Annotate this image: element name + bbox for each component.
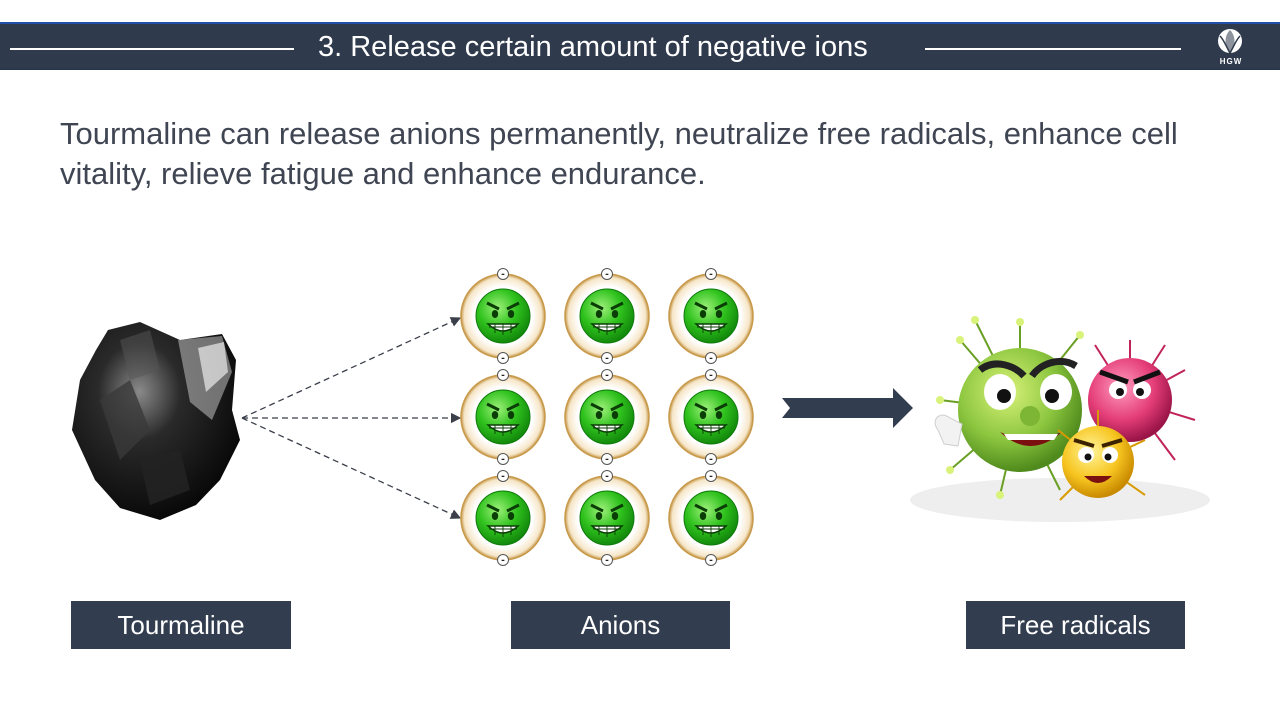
svg-text:-: -: [605, 455, 609, 465]
negative-charge-icon: -: [705, 554, 717, 566]
intro-paragraph: Tourmaline can release anions permanentl…: [60, 116, 1178, 191]
svg-text:-: -: [709, 270, 713, 280]
tourmaline-label: Tourmaline: [71, 601, 291, 649]
svg-text:-: -: [709, 354, 713, 364]
svg-text:-: -: [605, 354, 609, 364]
negative-charge-icon: -: [601, 268, 613, 280]
svg-text:-: -: [501, 455, 505, 465]
svg-text:-: -: [501, 371, 505, 381]
svg-text:-: -: [605, 371, 609, 381]
negative-charge-icon: -: [601, 470, 613, 482]
negative-charge-icon: -: [497, 369, 509, 381]
negative-charge-icon: -: [497, 554, 509, 566]
negative-charge-icon: -: [705, 268, 717, 280]
negative-charge-icon: -: [705, 453, 717, 465]
svg-text:-: -: [501, 556, 505, 566]
logo-text: HGW: [1219, 57, 1243, 66]
header-rule-left: [10, 48, 294, 50]
svg-text:-: -: [709, 556, 713, 566]
negative-charge-icon: -: [497, 352, 509, 364]
slide-header: 3. Release certain amount of negative io…: [0, 22, 1280, 70]
anions-label: Anions: [511, 601, 730, 649]
anion-1-1: --: [564, 369, 650, 465]
anion-0-0: --: [460, 268, 546, 364]
hgw-logo-icon: [1218, 29, 1242, 54]
negative-charge-icon: -: [497, 453, 509, 465]
svg-text:-: -: [605, 472, 609, 482]
negative-charge-icon: -: [601, 369, 613, 381]
svg-text:-: -: [605, 270, 609, 280]
negative-charge-icon: -: [705, 470, 717, 482]
negative-charge-icon: -: [601, 352, 613, 364]
anion-2-2: --: [668, 470, 754, 566]
negative-charge-icon: -: [497, 268, 509, 280]
anion-1-0: --: [460, 369, 546, 465]
anion-1-2: --: [668, 369, 754, 465]
negative-charge-icon: -: [705, 352, 717, 364]
svg-text:-: -: [501, 354, 505, 364]
free-radicals-image: [910, 316, 1210, 522]
anion-2-0: --: [460, 470, 546, 566]
anion-2-1: --: [564, 470, 650, 566]
header-rule-right: [925, 48, 1181, 50]
anion-grid: ------------------: [460, 268, 754, 566]
free-radicals-label: Free radicals: [966, 601, 1185, 649]
negative-charge-icon: -: [497, 470, 509, 482]
negative-charge-icon: -: [601, 453, 613, 465]
svg-text:-: -: [605, 556, 609, 566]
anion-0-2: --: [668, 268, 754, 364]
emission-arrows: [241, 317, 462, 519]
svg-text:-: -: [501, 270, 505, 280]
negative-charge-icon: -: [601, 554, 613, 566]
svg-text:-: -: [709, 455, 713, 465]
svg-text:-: -: [709, 371, 713, 381]
tourmaline-image: [72, 322, 240, 520]
negative-charge-icon: -: [705, 369, 717, 381]
neutralize-arrow: [782, 388, 913, 428]
svg-text:-: -: [709, 472, 713, 482]
anion-0-1: --: [564, 268, 650, 364]
slide-title: 3. Release certain amount of negative io…: [318, 31, 868, 63]
svg-text:-: -: [501, 472, 505, 482]
